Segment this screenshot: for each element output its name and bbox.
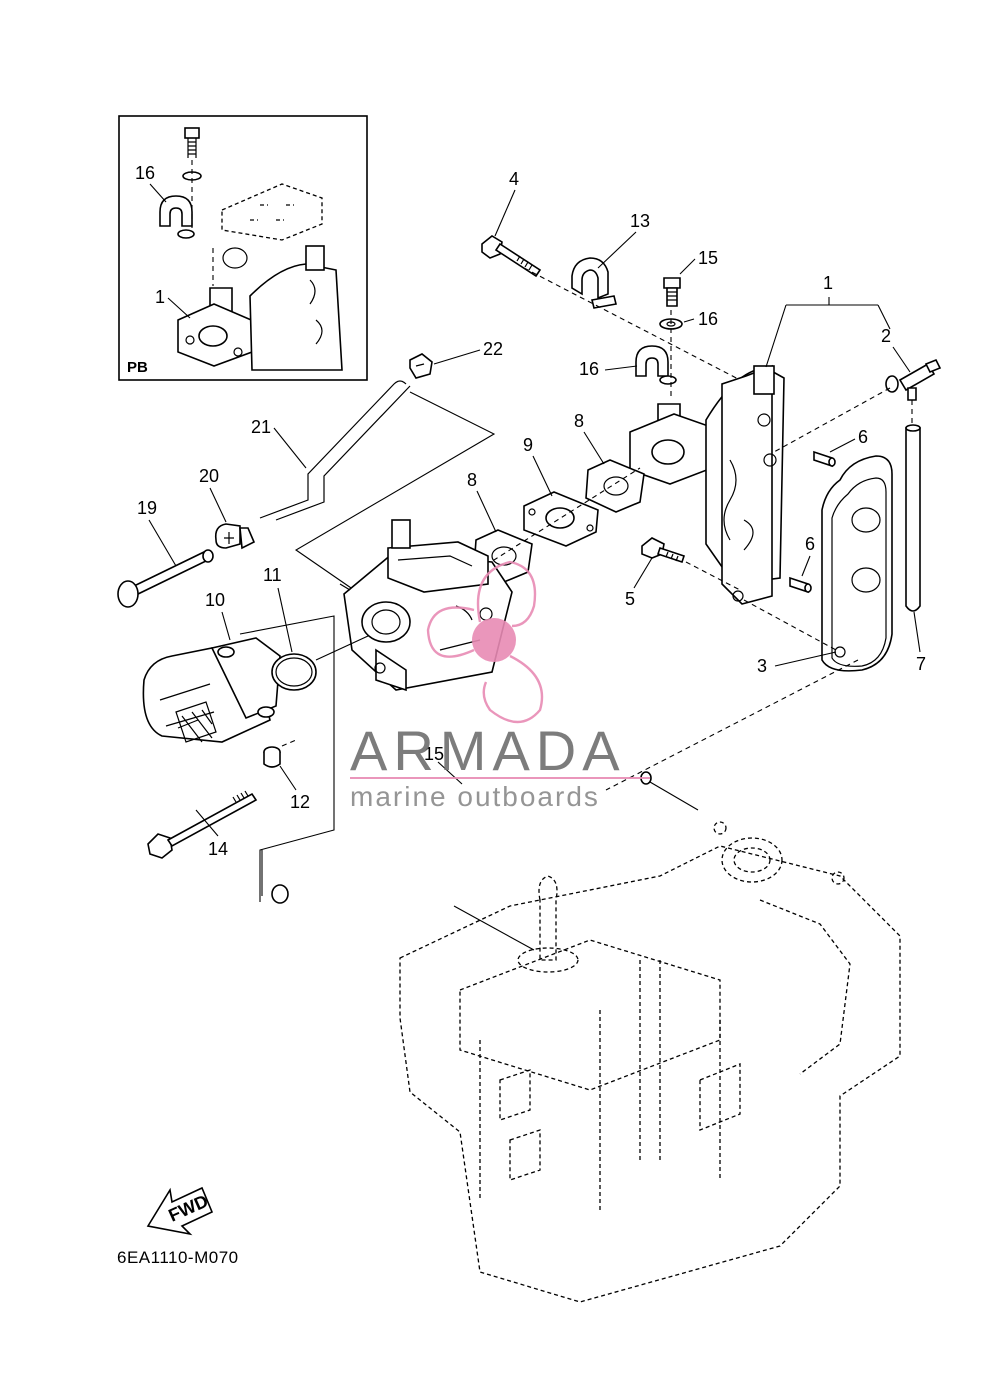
joint-2 bbox=[885, 358, 942, 401]
callout-14: 15 bbox=[424, 744, 444, 764]
pin-6-upper bbox=[813, 450, 836, 468]
gasket-8-upper bbox=[585, 459, 645, 513]
o-ring-11 bbox=[271, 653, 317, 691]
callout-5: 5 bbox=[625, 589, 635, 609]
drawing-code: 6EA1110-M070 bbox=[117, 1248, 239, 1267]
callout-1: 1 bbox=[823, 273, 833, 293]
clip-22 bbox=[409, 353, 433, 379]
callout-6-upper: 6 bbox=[858, 427, 868, 447]
callout-1-inset: 1 bbox=[155, 287, 165, 307]
intake-manifold-1 bbox=[629, 364, 785, 605]
bolt-4 bbox=[481, 235, 542, 278]
callout-15: 13 bbox=[630, 211, 650, 231]
callout-17: 15 bbox=[698, 248, 718, 268]
pin-6-lower bbox=[789, 576, 812, 594]
callout-16: 16 bbox=[579, 359, 599, 379]
callout-7: 7 bbox=[916, 654, 926, 674]
fwd-arrow-icon: FWD bbox=[146, 1186, 214, 1236]
clamp-16 bbox=[635, 345, 677, 385]
clamp-15 bbox=[571, 257, 617, 309]
callout-20: 20 bbox=[199, 466, 219, 486]
gasket-3 bbox=[821, 455, 893, 672]
inset-pb-detail: PB 16 1 bbox=[118, 115, 368, 381]
callout-21: 21 bbox=[251, 417, 271, 437]
callout-3: 3 bbox=[757, 656, 767, 676]
callout-22: 22 bbox=[483, 339, 503, 359]
inset-label: PB bbox=[127, 359, 148, 376]
knob-20 bbox=[214, 523, 256, 550]
bolt-13 bbox=[147, 790, 258, 859]
watermark-brand: ARMADA bbox=[350, 719, 626, 782]
callout-12: 12 bbox=[290, 792, 310, 812]
callout-19: 19 bbox=[137, 498, 157, 518]
callout-4: 4 bbox=[509, 169, 519, 189]
callout-13: 14 bbox=[208, 839, 228, 859]
bolt-5 bbox=[641, 537, 686, 564]
silencer-10 bbox=[142, 637, 281, 743]
collar-12 bbox=[263, 746, 281, 768]
propeller-logo-icon bbox=[426, 560, 544, 724]
carburetor bbox=[339, 519, 513, 692]
callout-6-lower: 6 bbox=[805, 534, 815, 554]
hose-7 bbox=[905, 424, 921, 612]
pipe-21 bbox=[259, 380, 411, 521]
watermark: ARMADA marine outboards bbox=[350, 560, 650, 812]
callout-11: 11 bbox=[263, 565, 282, 585]
callout-8-lower: 8 bbox=[467, 470, 477, 490]
callout-2: 2 bbox=[881, 326, 891, 346]
engine-block-outline bbox=[399, 821, 901, 1303]
hose-14 bbox=[271, 746, 652, 904]
callout-16-inset: 16 bbox=[135, 163, 155, 183]
bolt-17 bbox=[663, 277, 681, 307]
callout-10: 10 bbox=[205, 590, 225, 610]
watermark-tagline: marine outboards bbox=[350, 781, 600, 812]
callout-9: 9 bbox=[523, 435, 533, 455]
spacer-9 bbox=[523, 491, 599, 547]
rod-19 bbox=[117, 549, 214, 608]
callout-18: 16 bbox=[698, 309, 718, 329]
callout-8-upper: 8 bbox=[574, 411, 584, 431]
